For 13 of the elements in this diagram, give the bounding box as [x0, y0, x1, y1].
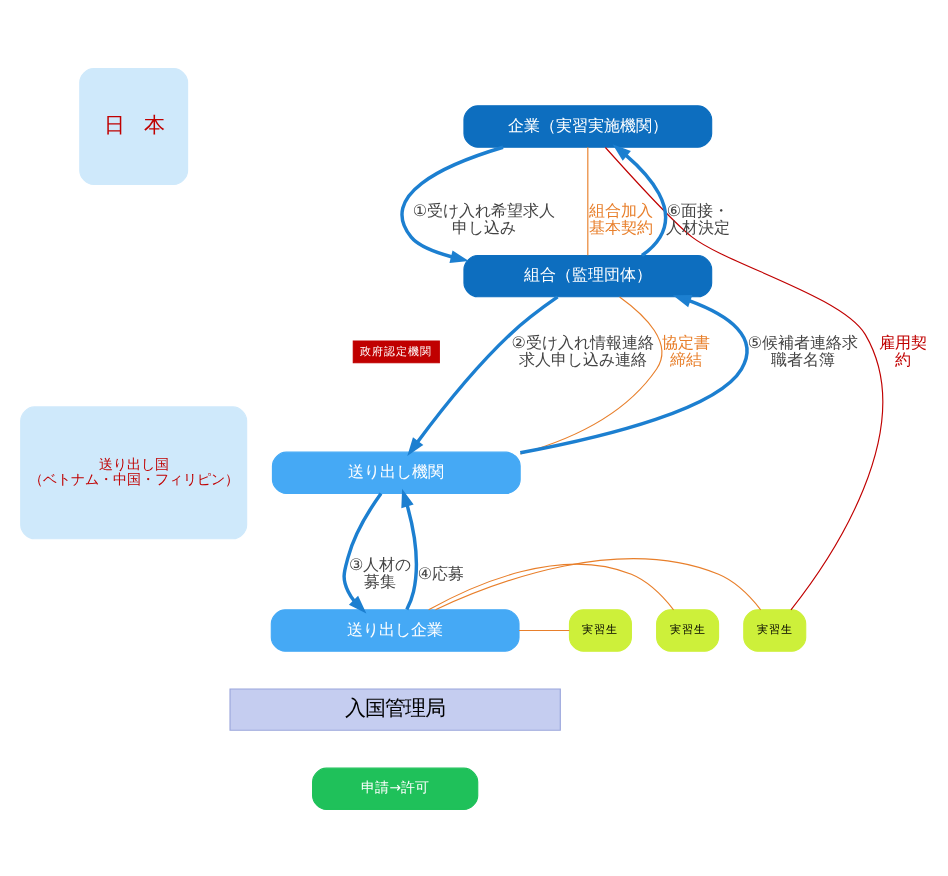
- node-box: 日 本: [79, 67, 189, 184]
- connector: [434, 557, 762, 610]
- node-box: 入国管理局: [229, 687, 561, 730]
- arrow: [400, 144, 504, 262]
- arrow: [612, 143, 668, 256]
- arrow: [342, 491, 383, 613]
- arrow: [520, 294, 749, 454]
- arrow: [407, 294, 559, 455]
- arrow: [401, 487, 418, 610]
- connector: [518, 628, 570, 631]
- connector: [587, 145, 589, 255]
- connector: [428, 562, 675, 610]
- connector: [604, 145, 884, 610]
